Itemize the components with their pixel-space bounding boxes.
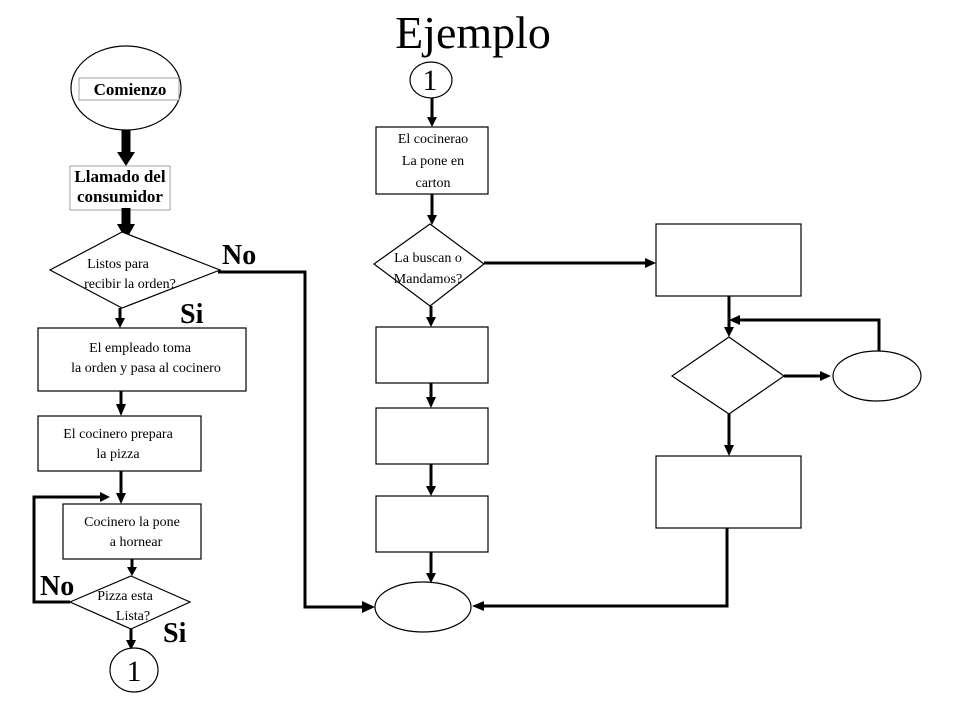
employee-line-1: El empleado toma <box>89 341 192 356</box>
carton-line-2: La pone en <box>402 154 464 169</box>
start-label-box <box>78 77 180 101</box>
call-line-1: Llamado del <box>74 167 165 186</box>
no-path-loop <box>32 495 102 604</box>
pickup-line-1: La buscan o <box>394 251 462 266</box>
si-label-top: Si <box>180 299 204 330</box>
empty-box-3 <box>375 495 489 553</box>
right-ellipse <box>832 350 922 402</box>
right-box-top <box>655 223 802 297</box>
end-terminal <box>374 581 472 633</box>
right-box-bottom <box>655 455 802 529</box>
arrowhead-no-top <box>362 601 375 613</box>
arrow-bottombox-end <box>482 528 729 608</box>
cook-oven-line-2: a hornear <box>110 535 163 550</box>
empty-box-2 <box>375 407 489 465</box>
cook-prepares-line-2: la pizza <box>96 447 140 462</box>
no-path-top <box>218 270 366 609</box>
pizza-line-1: Pizza esta <box>97 589 153 604</box>
no-label-bottom: No <box>40 571 74 602</box>
cook-oven-box <box>62 503 202 560</box>
call-line-2: consumidor <box>77 187 163 206</box>
ready-line-2: recibir la orden? <box>84 277 176 292</box>
si-label-bottom: Si <box>163 618 187 649</box>
cook-oven-line-1: Cocinero la pone <box>84 515 180 530</box>
ready-line-1: Listos para <box>87 257 150 272</box>
employee-box <box>37 327 247 392</box>
cook-prepares-box <box>37 415 202 472</box>
start-label: Comienzo <box>94 80 167 99</box>
ready-decision <box>48 231 222 309</box>
pickup-line-2: Mandamos? <box>394 272 462 287</box>
connector-bottom <box>109 647 159 693</box>
employee-line-2: la orden y pasa al cocinero <box>71 361 221 376</box>
diagram-title: Ejemplo <box>395 7 551 58</box>
carton-line-3: carton <box>416 176 451 191</box>
right-decision <box>670 336 786 415</box>
carton-line-1: El cocinerao <box>398 132 468 147</box>
loop-back-path <box>738 318 881 351</box>
empty-box-1 <box>375 326 489 384</box>
cook-prepares-line-1: El cocinero prepara <box>63 427 173 442</box>
no-label-top: No <box>222 240 256 271</box>
carton-box <box>375 126 489 195</box>
pizza-line-2: Lista? <box>116 609 150 624</box>
arrowhead-start-call <box>117 152 135 166</box>
call-box <box>69 165 171 211</box>
connector-top-label: 1 <box>423 64 438 97</box>
connector-bottom-label: 1 <box>127 655 142 688</box>
arrowhead-call-ready <box>117 224 135 240</box>
